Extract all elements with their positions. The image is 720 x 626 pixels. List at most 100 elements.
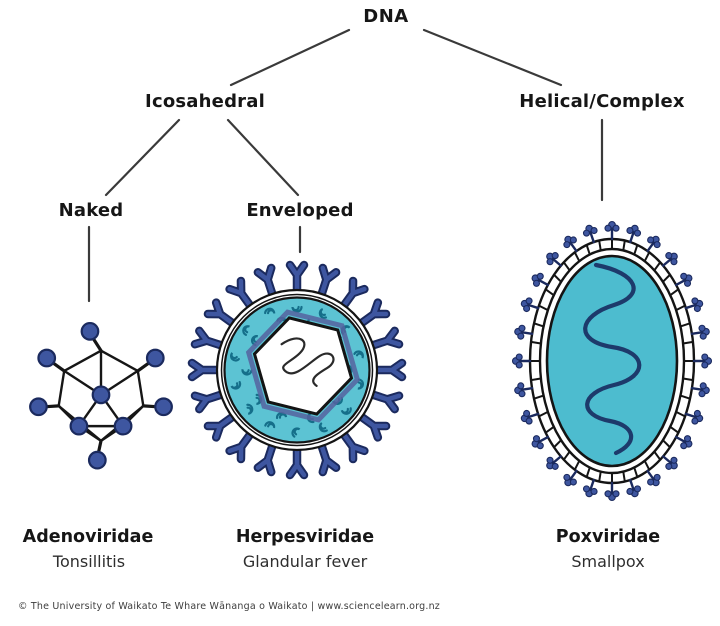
fibre-knob — [80, 321, 100, 341]
glycoprotein-spike — [285, 260, 309, 296]
tegument-swirl — [264, 307, 276, 315]
tegument-swirl — [229, 352, 240, 362]
ladder-rung — [585, 244, 591, 255]
family-herpesviridae-label: Herpesviridae — [235, 527, 375, 547]
ladder-rung — [562, 451, 571, 461]
surface-spike — [546, 252, 563, 267]
capsid-group — [245, 309, 361, 423]
ladder-rung — [643, 460, 651, 471]
tegument-swirl — [340, 407, 352, 415]
ladder-rung — [530, 377, 542, 382]
ladder-rung — [682, 377, 694, 382]
ladder-rung — [669, 288, 679, 296]
ladder-rung — [598, 240, 602, 251]
fibre-spike — [91, 336, 103, 353]
ladder-rung — [682, 340, 694, 345]
surface-spike — [684, 409, 704, 425]
ladder-rung — [585, 467, 591, 478]
ladder-rung — [598, 471, 602, 482]
glycoprotein-spike — [253, 440, 277, 477]
glycoprotein-spike — [203, 298, 238, 328]
disease-glandular-fever-label: Glandular fever — [242, 552, 368, 571]
surface-spike — [626, 478, 642, 498]
glycoprotein-spike — [187, 358, 223, 382]
glycoprotein-spike — [317, 263, 341, 300]
dna-serpentine-icon — [583, 262, 642, 456]
fibre-knob — [145, 348, 165, 368]
ladder-rung — [622, 471, 626, 482]
tegument-swirl — [291, 305, 303, 313]
tegument-ring — [245, 309, 361, 423]
connector-dna-icosahedral — [229, 28, 351, 87]
ladder-rung — [675, 410, 686, 418]
ladder-rung — [633, 244, 639, 255]
fibre-knob — [113, 416, 133, 436]
glycoprotein-spike — [356, 298, 391, 328]
glycoprotein-spike — [203, 412, 238, 442]
family-adenoviridae-label: Adenoviridae — [22, 527, 154, 547]
ladder-rung — [545, 288, 555, 296]
capsid-hexagon — [252, 316, 354, 416]
glycoprotein-spike — [253, 263, 277, 300]
ladder-rung — [545, 426, 555, 434]
surface-spike — [520, 297, 540, 313]
glycoprotein-spike — [367, 326, 404, 350]
fibre-knob — [87, 450, 107, 470]
tegument-swirl — [246, 403, 254, 415]
penton-fibre-knobs — [29, 321, 173, 470]
tree-root-label: DNA — [363, 6, 409, 27]
surface-spike — [582, 224, 598, 244]
surface-spike — [626, 224, 642, 244]
surface-spike — [563, 469, 578, 487]
fibre-knob — [37, 348, 57, 368]
ladder-rung — [643, 251, 651, 262]
ladder-rung — [662, 274, 671, 283]
ladder-rung — [553, 439, 562, 448]
surface-spike — [514, 324, 534, 340]
adenovirus-illustration — [29, 321, 173, 470]
ladder-rung — [553, 274, 562, 283]
surface-spike — [690, 382, 710, 398]
branch-helical-complex-label: Helical/Complex — [519, 91, 685, 112]
fibre-knob — [91, 385, 111, 405]
surface-spike — [674, 435, 693, 450]
surface-spike — [520, 409, 540, 425]
ladder-rung — [653, 451, 662, 461]
envelope-glycoprotein-spikes — [187, 260, 407, 480]
fibre-knob — [154, 397, 173, 417]
surface-tubule-spikes — [511, 220, 713, 502]
poxvirus-illustration — [511, 220, 713, 502]
tegument-swirl — [353, 350, 364, 359]
surface-spike — [511, 353, 532, 369]
ladder-rung — [538, 304, 549, 312]
surface-spike — [582, 478, 598, 498]
surface-spike — [692, 353, 713, 369]
surface-spike — [661, 455, 678, 470]
glycoprotein-spike — [190, 326, 227, 350]
surface-spike — [604, 220, 620, 241]
glycoprotein-spike — [367, 390, 404, 414]
membrane-ladder-rungs — [530, 239, 694, 483]
ladder-rung — [680, 322, 691, 328]
ladder-rung — [562, 261, 571, 271]
tree-connectors — [87, 28, 604, 303]
ladder-rung — [662, 439, 671, 448]
surface-spike — [514, 382, 534, 398]
branch-icosahedral-label: Icosahedral — [145, 91, 265, 112]
tegument-swirl — [291, 427, 301, 438]
tegument-swirl — [242, 325, 250, 336]
glycoprotein-spike — [356, 412, 391, 442]
herpesvirus-illustration — [187, 260, 407, 480]
surface-spike — [546, 455, 563, 470]
ladder-rung — [573, 460, 581, 471]
ladder-rung — [669, 426, 679, 434]
ladder-rung — [622, 240, 626, 251]
ladder-rung — [533, 394, 544, 400]
glycoprotein-spike — [225, 276, 255, 311]
subbranch-enveloped-label: Enveloped — [246, 200, 354, 221]
dna-squiggle-icon — [280, 337, 335, 387]
ladder-rung — [680, 394, 691, 400]
surface-spike — [531, 435, 550, 450]
ladder-rung — [653, 261, 662, 271]
